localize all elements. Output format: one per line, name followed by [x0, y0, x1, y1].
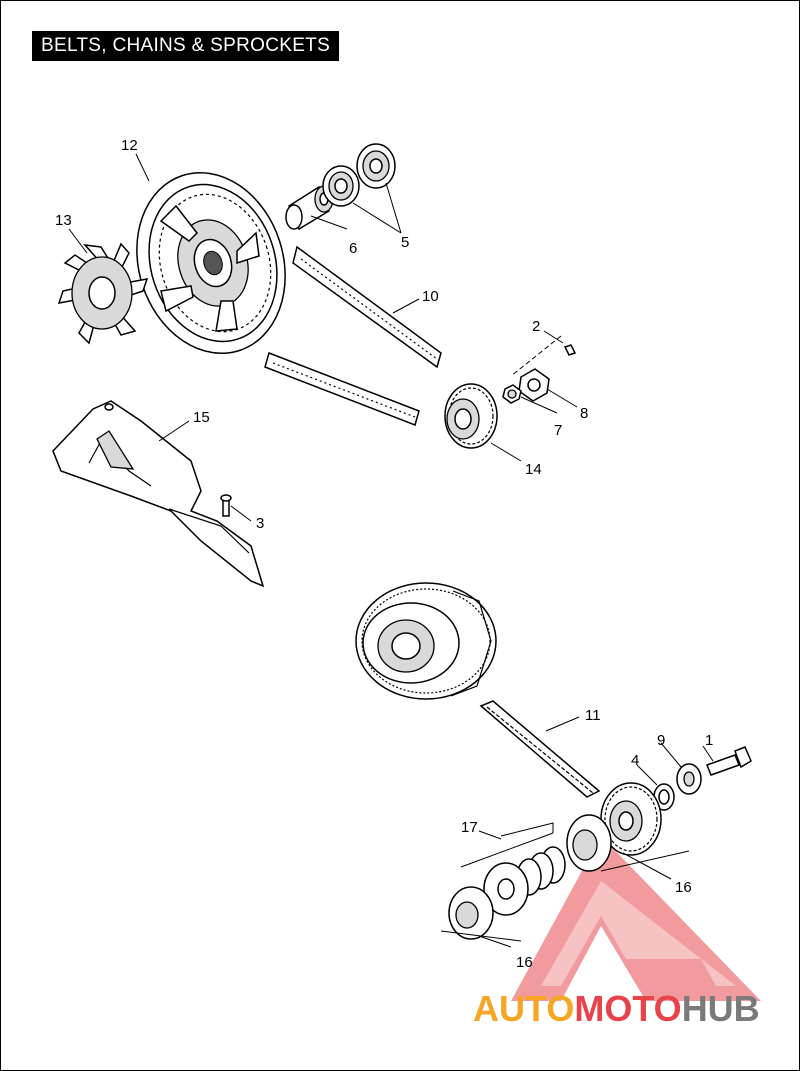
callout-9: 9 — [657, 732, 665, 749]
drive-belt-part-10 — [264, 245, 442, 426]
callout-7: 7 — [554, 422, 562, 439]
screw-part-3 — [220, 494, 232, 517]
callout-16-lower: 16 — [516, 954, 533, 971]
fan-part-13 — [57, 242, 149, 345]
watermark-word-moto: MOTO — [574, 988, 681, 1029]
callout-17: 17 — [461, 819, 478, 836]
callout-11: 11 — [585, 707, 601, 724]
page-title: BELTS, CHAINS & SPROCKETS — [32, 31, 340, 61]
belt-guard-part-15 — [52, 400, 265, 588]
screw-part-2 — [563, 344, 577, 356]
compensator-hub — [566, 814, 612, 872]
washer-part-4 — [653, 783, 675, 811]
clutch-basket — [355, 582, 497, 700]
callout-5: 5 — [401, 234, 409, 251]
callout-8: 8 — [580, 405, 588, 422]
callout-2: 2 — [532, 318, 540, 335]
primary-chain-part-11 — [479, 700, 601, 798]
callout-4: 4 — [631, 752, 639, 769]
transmission-sprocket-part-14 — [444, 383, 498, 449]
engine-sprocket — [600, 782, 662, 856]
bolt-part-1 — [706, 746, 752, 776]
watermark-text: AUTOMOTOHUB — [473, 988, 760, 1029]
callout-3: 3 — [256, 515, 264, 532]
svg-text:AUTOMOTOHUB: AUTOMOTOHUB — [473, 988, 760, 1029]
bearing-part-5b — [356, 143, 396, 189]
callout-16-upper: 16 — [675, 879, 692, 896]
compensator-springs-part-17 — [483, 846, 566, 916]
callout-10: 10 — [422, 288, 439, 305]
watermark-word-hub: HUB — [682, 988, 760, 1029]
callout-13: 13 — [55, 212, 72, 229]
callout-14: 14 — [525, 461, 542, 478]
rear-pulley-part-12 — [136, 171, 286, 355]
lock-plate-part-8 — [518, 368, 550, 402]
nut-part-7 — [502, 384, 522, 404]
watermark-logo-icon — [511, 836, 761, 1001]
leader-lines — [68, 153, 714, 948]
callout-6: 6 — [349, 240, 357, 257]
sliding-cam-part-16 — [448, 886, 494, 940]
callout-12: 12 — [121, 137, 138, 154]
callout-1: 1 — [705, 732, 713, 749]
callout-labels: 12 13 6 5 10 2 8 7 14 15 3 11 1 9 4 17 1… — [55, 137, 713, 971]
callout-15: 15 — [193, 409, 210, 426]
washer-part-9 — [676, 763, 702, 795]
bearing-part-5a — [322, 165, 360, 207]
watermark-word-auto: AUTO — [473, 988, 574, 1029]
